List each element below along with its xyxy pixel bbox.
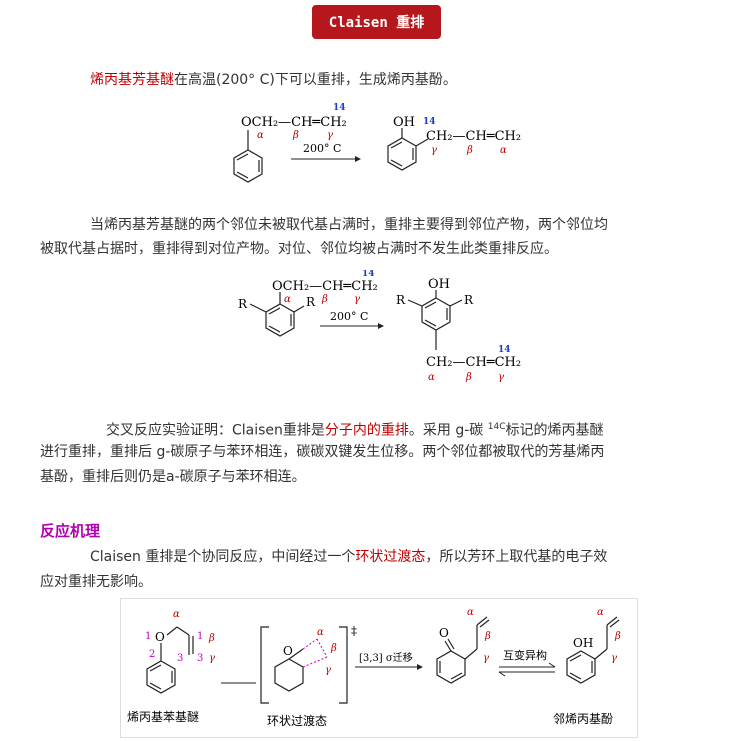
gamma-label: γ — [327, 130, 333, 141]
mech-num-3: 3 — [177, 653, 183, 664]
para3-text-a: 交叉反应实验证明：Claisen重排是 — [106, 422, 325, 439]
para3-sup: 14C — [487, 422, 506, 432]
mech-num-1: 1 — [145, 631, 151, 642]
product-oh: OH — [393, 115, 415, 130]
para3-line3: 基酚，重排后则仍是a-碳原子与苯环相连。 — [40, 469, 306, 485]
mech-shift-arrow — [355, 664, 423, 670]
mechanism-highlight: 环状过渡态 — [355, 549, 426, 565]
mech-label-reactant: 烯丙基苯基醚 — [127, 710, 199, 724]
mech-int-alpha: α — [467, 607, 474, 618]
product-chain: CH₂—CH═CH₂ — [426, 129, 521, 144]
mech-shift-label: [3,3] σ迁移 — [359, 651, 413, 664]
product-2-r-right: R — [464, 293, 474, 307]
mech-prod-gamma: γ — [611, 653, 617, 664]
reactant-r-right: R — [306, 295, 316, 309]
product-gamma: γ — [431, 145, 437, 156]
reaction-2-arrow — [320, 323, 384, 329]
mechanism-line2: 应对重排无影响。 — [40, 574, 152, 590]
mech-ts-gamma: γ — [325, 665, 331, 676]
intro-text: 在高温(200° C)下可以重排，生成烯丙基酚。 — [174, 72, 457, 88]
mech-ts-o: O — [283, 644, 293, 658]
product-2-label-14: 14 — [498, 345, 511, 355]
beta-label: β — [292, 130, 299, 141]
para2-line2: 被取代基占据时，重排得到对位产物。对位、邻位均被占满时不发生此类重排反应。 — [40, 241, 558, 257]
product-beta: β — [466, 145, 473, 156]
reactant-benzene — [233, 130, 263, 183]
product-2-benzene — [407, 290, 463, 350]
product-2-chain: CH₂—CH═CH₂ — [426, 355, 521, 370]
reactant-2-benzene — [249, 292, 305, 337]
para3-highlight: 分子内的重排 — [324, 422, 409, 439]
mech-label-ts: 环状过渡态 — [267, 713, 327, 728]
para3-line2: 进行重排，重排后 g-碳原子与苯环相连，碳碳双键发生位移。两个邻位都被取代的芳基… — [40, 444, 605, 460]
mech-o: O — [155, 630, 165, 644]
mech-gamma: γ — [209, 653, 215, 664]
intro-paragraph: 烯丙基芳基醚在高温(200° C)下可以重排，生成烯丙基酚。 — [90, 68, 457, 92]
mech-num-3b: 3 — [197, 653, 203, 664]
mech-product-ring — [566, 616, 620, 684]
reaction-2-condition: 200° C — [330, 310, 368, 323]
mech-label-product: 邻烯丙基酚 — [553, 712, 613, 726]
p2-beta: β — [465, 372, 472, 383]
mech-ts-dashed-ring — [302, 638, 328, 668]
product-benzene — [387, 128, 429, 171]
mech-equilibrium-arrow — [498, 662, 556, 677]
reaction-1-scheme: OCH₂—CH═CH₂ 14 α β γ 200° C OH 14 CH₂—CH… — [233, 103, 521, 183]
product-2-oh: OH — [428, 277, 450, 292]
reaction-2-scheme: R R OCH₂—CH═CH₂ 14 α β γ 200° C OH R R 1… — [238, 270, 521, 383]
reactant-chain: OCH₂—CH═CH₂ — [241, 115, 347, 130]
mech-int-gamma: γ — [483, 653, 489, 664]
intro-highlight: 烯丙基芳基醚 — [90, 72, 174, 88]
p2-gamma: γ — [498, 372, 504, 383]
mech-tautomer-label: 互变异构 — [503, 648, 547, 662]
mech-reactant-ring — [146, 626, 194, 694]
reaction-arrow — [291, 156, 361, 162]
mech-ts-beta: β — [330, 643, 337, 654]
mech-num-1b: 1 — [197, 631, 203, 642]
mechanism-text-c: ，所以芳环上取代基的电子效 — [425, 549, 608, 565]
para2-line1: 当烯丙基芳基醚的两个邻位未被取代基占满时，重排主要得到邻位产物，两个邻位均 — [90, 217, 608, 233]
r2-beta: β — [321, 294, 328, 305]
para3-line1: 交叉反应实验证明：Claisen重排是分子内的重排。采用 g-碳 14C标记的烯… — [106, 415, 604, 443]
mech-prod-alpha: α — [597, 607, 604, 618]
product-alpha: α — [500, 145, 507, 156]
mech-num-2: 2 — [149, 649, 155, 660]
mech-beta: β — [208, 633, 215, 644]
para3-text-c: 。采用 g-碳 — [408, 422, 488, 439]
condition-label: 200° C — [303, 142, 341, 155]
mechanism-heading: 反应机理 — [40, 522, 101, 540]
mechanism-scheme: O α β γ 1 2 3 1 3 烯丙基苯基醚 O α β γ ‡ 环状过渡态… — [127, 607, 621, 728]
para3-text-d: 标记的烯丙基醚 — [505, 422, 604, 439]
product-label-14: 14 — [423, 117, 436, 127]
product-2-r-left: R — [396, 293, 406, 307]
mech-ts-bracket — [260, 626, 348, 704]
reactant-2-chain: OCH₂—CH═CH₂ — [272, 279, 378, 294]
mechanism-text-a: Claisen 重排是个协同反应，中间经过一个 — [90, 549, 356, 565]
alpha-label: α — [257, 130, 264, 141]
r2-alpha: α — [284, 294, 291, 305]
r2-gamma: γ — [354, 294, 360, 305]
mech-product-oh: OH — [573, 636, 593, 650]
mech-dagger: ‡ — [351, 624, 357, 638]
mech-alpha: α — [173, 609, 180, 620]
label-14: 14 — [333, 103, 346, 113]
mechanism-line1: Claisen 重排是个协同反应，中间经过一个环状过渡态，所以芳环上取代基的电子… — [90, 545, 607, 569]
mechanism-figure: O α β γ 1 2 3 1 3 烯丙基苯基醚 O α β γ ‡ 环状过渡态… — [120, 598, 638, 738]
mech-int-o: O — [439, 626, 449, 640]
title-badge: Claisen 重排 — [312, 5, 441, 39]
reactant-r-left: R — [238, 297, 248, 311]
reactant-2-label-14: 14 — [362, 270, 375, 279]
mech-intermediate-ring — [436, 616, 490, 684]
p2-alpha: α — [428, 372, 435, 383]
mech-ts-alpha: α — [317, 627, 324, 638]
mech-int-beta: β — [484, 631, 491, 642]
mech-prod-beta: β — [614, 631, 621, 642]
